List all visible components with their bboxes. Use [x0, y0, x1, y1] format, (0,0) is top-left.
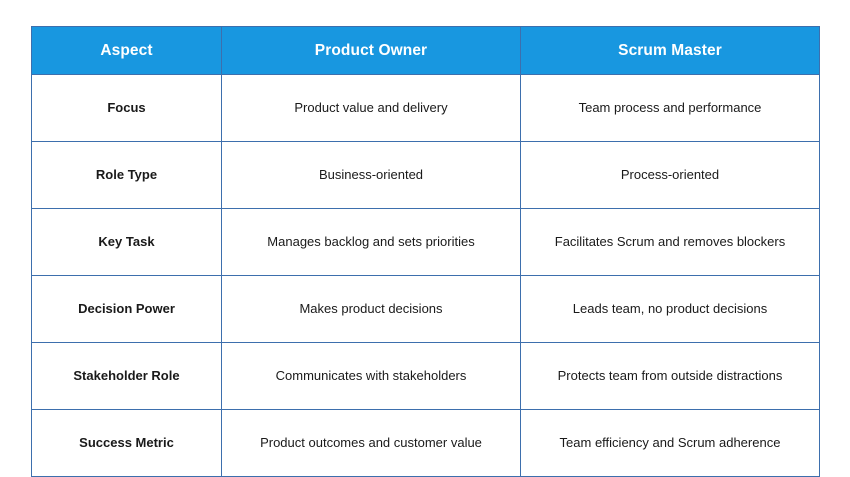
cell-product-owner: Communicates with stakeholders: [221, 342, 521, 410]
cell-scrum-master: Protects team from outside distractions: [520, 342, 820, 410]
cell-aspect: Focus: [31, 74, 222, 142]
column-header-scrum-master: Scrum Master: [520, 26, 820, 75]
cell-scrum-master: Team process and performance: [520, 74, 820, 142]
column-header-aspect: Aspect: [31, 26, 222, 75]
table-row: Role Type Business-oriented Process-orie…: [31, 141, 820, 209]
role-comparison-table: Aspect Product Owner Scrum Master Focus …: [31, 26, 820, 477]
cell-product-owner: Makes product decisions: [221, 275, 521, 343]
table-row: Key Task Manages backlog and sets priori…: [31, 208, 820, 276]
table-header: Aspect Product Owner Scrum Master: [31, 26, 820, 75]
cell-product-owner: Product value and delivery: [221, 74, 521, 142]
cell-scrum-master: Team efficiency and Scrum adherence: [520, 409, 820, 477]
table-body: Focus Product value and delivery Team pr…: [31, 74, 820, 477]
table-row: Stakeholder Role Communicates with stake…: [31, 342, 820, 410]
table-row: Success Metric Product outcomes and cust…: [31, 409, 820, 477]
table-header-row: Aspect Product Owner Scrum Master: [31, 26, 820, 75]
cell-scrum-master: Leads team, no product decisions: [520, 275, 820, 343]
cell-aspect: Role Type: [31, 141, 222, 209]
table-row: Decision Power Makes product decisions L…: [31, 275, 820, 343]
cell-aspect: Key Task: [31, 208, 222, 276]
cell-aspect: Success Metric: [31, 409, 222, 477]
comparison-table-container: Aspect Product Owner Scrum Master Focus …: [31, 26, 820, 477]
cell-scrum-master: Process-oriented: [520, 141, 820, 209]
cell-scrum-master: Facilitates Scrum and removes blockers: [520, 208, 820, 276]
cell-product-owner: Business-oriented: [221, 141, 521, 209]
cell-aspect: Stakeholder Role: [31, 342, 222, 410]
table-row: Focus Product value and delivery Team pr…: [31, 74, 820, 142]
column-header-product-owner: Product Owner: [221, 26, 521, 75]
cell-product-owner: Manages backlog and sets priorities: [221, 208, 521, 276]
cell-product-owner: Product outcomes and customer value: [221, 409, 521, 477]
cell-aspect: Decision Power: [31, 275, 222, 343]
